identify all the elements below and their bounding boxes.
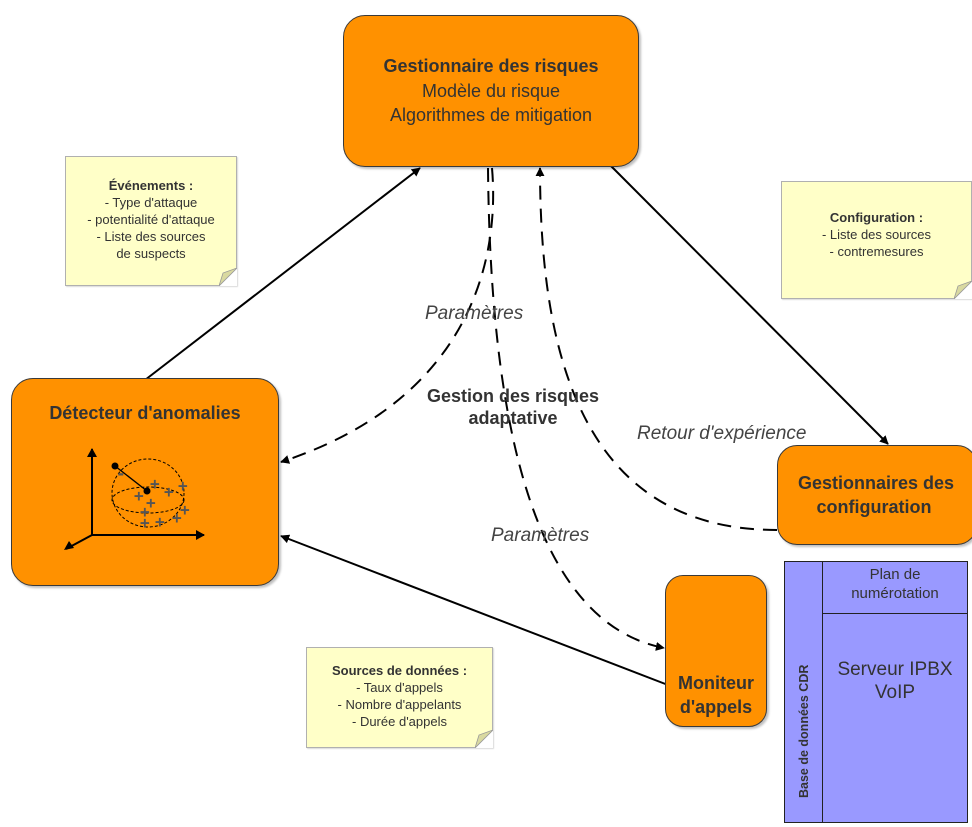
anomaly-detector-title: Détecteur d'anomalies: [49, 403, 241, 423]
events-note-item: - Liste des sources: [96, 229, 206, 244]
svg-text:+: +: [180, 500, 190, 519]
svg-text:+: +: [155, 512, 165, 531]
cdr-database-column: [785, 562, 823, 822]
events-note-item: - potentialité d'attaque: [87, 212, 215, 227]
arrow-monitor-to-detector: [280, 534, 669, 686]
call-monitor-line-1: Moniteur: [678, 673, 754, 693]
svg-text:+: +: [134, 486, 144, 505]
events-note-title: Événements :: [108, 178, 194, 193]
adaptive-risk-management-line-1: Gestion des risques: [426, 386, 600, 406]
dashed-arrow-risk-manager-to-detector: [280, 167, 495, 464]
config-manager-line-2: configuration: [816, 497, 932, 517]
risk-manager-line-1: Modèle du risque: [421, 81, 561, 101]
arrow-risk-manager-to-config: [609, 164, 889, 445]
dashed-arrow-risk-manager-to-monitor: [487, 167, 665, 651]
svg-text:+: +: [178, 476, 188, 495]
config-manager-node[interactable]: Gestionnaires des configuration: [777, 445, 972, 545]
parameters-label-top: Paramètres: [425, 303, 524, 324]
risk-manager-title: Gestionnaire des risques: [383, 56, 599, 76]
anomaly-detector-node[interactable]: Détecteur d'anomalies +++ +++ +++ +-: [11, 378, 279, 586]
svg-text:-: -: [116, 464, 126, 483]
risk-manager-node[interactable]: Gestionnaire des risques Modèle du risqu…: [343, 15, 639, 167]
data-sources-note-item: - Durée d'appels: [352, 714, 447, 729]
ipbx-server-line-2: VoIP: [874, 682, 916, 703]
arrow-detector-to-risk-manager: [144, 167, 421, 381]
dialing-plan-line-1: Plan de: [869, 566, 921, 583]
configuration-note-item: - Liste des sources: [821, 227, 932, 242]
feedback-label: Retour d'expérience: [637, 423, 807, 444]
svg-text:+: +: [140, 502, 150, 521]
call-monitor-node[interactable]: Moniteur d'appels: [665, 575, 767, 727]
events-note-item: - Type d'attaque: [104, 195, 198, 210]
data-sources-note-item: - Nombre d'appelants: [337, 697, 462, 712]
risk-manager-line-2: Algorithmes de mitigation: [389, 105, 593, 125]
data-sources-note-item: - Taux d'appels: [356, 680, 443, 695]
svg-text:+: +: [150, 474, 160, 493]
dashed-arrow-config-to-risk-manager: [535, 167, 778, 531]
data-sources-note-title: Sources de données :: [331, 663, 468, 678]
configuration-note-title: Configuration :: [829, 210, 924, 225]
events-note: Événements : - Type d'attaque - potentia…: [65, 156, 237, 286]
note-fold-icon: [475, 730, 493, 748]
data-sources-note: Sources de données : - Taux d'appels - N…: [306, 647, 493, 748]
cdr-database-label: Base de données CDR: [797, 664, 811, 798]
adaptive-risk-management-line-2: adaptative: [468, 408, 558, 428]
svg-text:+: +: [140, 513, 150, 532]
svg-text:+: +: [146, 493, 156, 512]
configuration-note: Configuration : - Liste des sources - co…: [781, 181, 972, 299]
configuration-note-item: - contremesures: [829, 244, 924, 259]
ipbx-server-line-1: Serveur IPBX: [837, 659, 953, 680]
ipbx-server-label: Serveur IPBX VoIP: [823, 658, 967, 704]
parameters-label-bottom: Paramètres: [491, 525, 590, 546]
config-manager-line-1: Gestionnaires des: [797, 473, 955, 493]
adaptive-risk-management-title: Gestion des risques adaptative: [398, 385, 628, 429]
note-fold-icon: [954, 281, 972, 299]
anomaly-cluster-icon: +++ +++ +++ +-: [64, 448, 205, 550]
note-fold-icon: [219, 268, 237, 286]
call-monitor-line-2: d'appels: [679, 697, 753, 717]
svg-text:+: +: [172, 508, 182, 527]
dialing-plan-line-2: numérotation: [851, 585, 939, 602]
ipbx-server-block: Base de données CDR Plan de numérotation…: [784, 561, 968, 823]
dialing-plan-cell: Plan de numérotation: [823, 562, 967, 614]
svg-text:+: +: [164, 482, 174, 501]
events-note-item: de suspects: [116, 246, 186, 261]
